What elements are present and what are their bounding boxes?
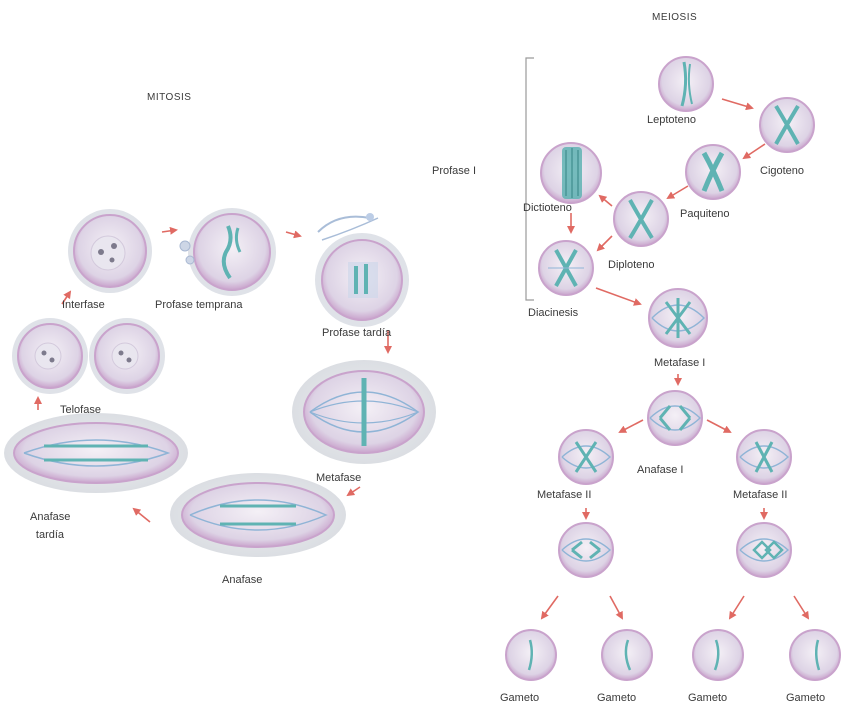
profase-bracket [526,58,534,300]
mitosis-title: MITOSIS [147,92,191,104]
cell-dictioteno [541,143,601,203]
cell-cigoteno [760,98,814,152]
cell-telofase [12,318,165,394]
label-metafase-2-right: Metafase II [733,489,787,501]
cell-gameto-4 [790,630,840,680]
label-profase-tardia: Profase tardía [322,327,391,339]
cell-profase-temprana [180,208,276,296]
cell-gameto-3 [693,630,743,680]
cell-profase-tardia [315,213,409,327]
label-paquiteno: Paquiteno [680,208,730,220]
cell-metafase-1 [649,289,707,347]
cell-anafase-2-right [737,523,791,577]
label-leptoteno: Leptoteno [647,114,696,126]
label-diacinesis: Diacinesis [528,307,578,319]
label-profase-1: Profase I [432,165,476,177]
meiosis-title: MEIOSIS [652,12,697,24]
cell-diacinesis [539,241,593,295]
label-profase-temprana: Profase temprana [155,299,242,311]
cell-anafase-tardia [4,413,188,493]
label-anafase-tardia-line1: Anafase [30,511,70,523]
cell-gameto-1 [506,630,556,680]
label-anafase-tardia-line2: tardía [30,529,70,541]
label-anafase-1: Anafase I [637,464,683,476]
cell-anafase-1 [648,391,702,445]
cell-anafase-2-left [559,523,613,577]
label-diploteno: Diploteno [608,259,654,271]
cell-metafase-2-right [737,430,791,484]
label-gameto-2: Gameto [597,692,636,704]
cell-anafase [170,473,346,557]
mitosis-panel [4,208,436,557]
cell-leptoteno [659,57,713,111]
cell-metafase [292,360,436,464]
cell-diploteno [614,192,668,246]
label-interfase: Interfase [62,299,105,311]
label-gameto-3: Gameto [688,692,727,704]
label-metafase: Metafase [316,472,361,484]
label-gameto-1: Gameto [500,692,539,704]
label-dictioteno: Dictioteno [523,202,572,214]
label-cigoteno: Cigoteno [760,165,804,177]
label-anafase: Anafase [222,574,262,586]
cell-gameto-2 [602,630,652,680]
cell-metafase-2-left [559,430,613,484]
label-metafase-1: Metafase I [654,357,705,369]
cell-interfase [68,209,152,293]
label-gameto-4: Gameto [786,692,825,704]
label-metafase-2-left: Metafase II [537,489,591,501]
label-telofase: Telofase [60,404,101,416]
cell-paquiteno [686,145,740,199]
